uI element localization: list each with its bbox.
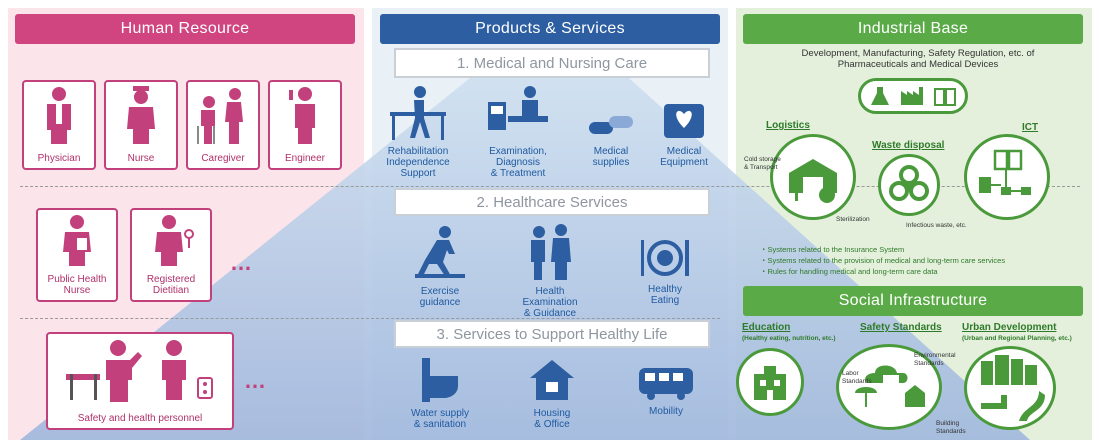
row-divider-2 <box>20 318 720 319</box>
examination-icon <box>488 86 548 130</box>
svc-water-supply: Water supply & sanitation <box>404 356 476 430</box>
industrial-subtitle: Development, Manufacturing, Safety Regul… <box>801 48 1035 70</box>
housing-label: Housing & Office <box>533 408 571 430</box>
industrial-header: Industrial Base <box>743 14 1083 44</box>
bus-icon <box>639 368 693 400</box>
book-icon <box>934 88 956 106</box>
water-supply-label: Water supply & sanitation <box>411 408 469 430</box>
exercise-label: Exercise guidance <box>419 286 461 308</box>
safety-icons <box>855 365 925 407</box>
card-nurse: Nurse <box>104 80 178 170</box>
safety-personnel-icon <box>66 340 213 402</box>
section3-title: 3. Services to Support Healthy Life <box>394 320 710 348</box>
network-icon <box>979 149 1031 195</box>
medical-equipment-label: Medical Equipment <box>660 146 708 168</box>
svc-examination: Examination, Diagnosis & Treatment <box>478 84 558 179</box>
health-exam-label: Health Examination & Guidance <box>522 286 578 319</box>
physician-icon <box>47 87 71 144</box>
plate-icon <box>641 240 689 276</box>
systems-list: ・Systems related to the Insurance System… <box>760 244 1005 277</box>
flask-icon <box>871 87 889 105</box>
urban-sub: (Urban and Regional Planning, etc.) <box>962 335 1072 342</box>
public-health-nurse-icon <box>63 215 91 266</box>
waste-label: Waste disposal <box>872 140 945 151</box>
ict-circle <box>964 134 1050 220</box>
card-safety-health-personnel: Safety and health personnel <box>46 332 234 430</box>
education-circle <box>736 348 804 416</box>
examination-label: Examination, Diagnosis & Treatment <box>489 146 547 179</box>
medical-supplies-label: Medical supplies <box>592 146 630 168</box>
education-sub: (Healthy eating, nutrition, etc.) <box>742 335 836 342</box>
card-public-health-nurse: Public Health Nurse <box>36 208 118 302</box>
svc-mobility: Mobility <box>630 366 702 417</box>
house-icon <box>530 360 574 400</box>
cold-storage-label: Cold storage & Transport <box>744 156 781 171</box>
labor-standards-label: Labor Standards <box>842 370 872 385</box>
waste-circle <box>878 154 940 216</box>
card-caregiver: Caregiver <box>186 80 260 170</box>
safety-circle <box>836 344 942 430</box>
urban-circle <box>964 346 1056 430</box>
warehouse-icon <box>789 159 837 203</box>
svc-medical-equipment: Medical Equipment <box>652 100 716 168</box>
toilet-icon <box>422 358 458 402</box>
health-exam-icon <box>531 224 571 280</box>
logistics-label: Logistics <box>766 120 810 131</box>
products-header: Products & Services <box>380 14 720 44</box>
education-label: Education <box>742 322 791 333</box>
svc-health-exam: Health Examination & Guidance <box>510 222 590 319</box>
engineer-label: Engineer <box>284 153 326 164</box>
urban-label: Urban Development <box>962 322 1057 333</box>
caregiver-label: Caregiver <box>201 153 245 164</box>
healthy-eating-label: Healthy Eating <box>648 284 682 306</box>
logistics-circle <box>770 134 856 220</box>
pharma-icons-box <box>858 78 968 114</box>
mobility-label: Mobility <box>649 406 683 417</box>
card-physician: Physician <box>22 80 96 170</box>
svc-healthy-eating: Healthy Eating <box>632 236 698 306</box>
section1-title: 1. Medical and Nursing Care <box>394 48 710 78</box>
medical-supplies-icon <box>589 116 633 134</box>
school-icon <box>754 366 786 400</box>
svc-housing: Housing & Office <box>516 356 588 430</box>
physician-label: Physician <box>37 153 81 164</box>
ellipsis-row2: … <box>230 250 256 275</box>
rehabilitation-label: Rehabilitation Independence Support <box>386 146 450 179</box>
social-header: Social Infrastructure <box>743 286 1083 316</box>
infectious-waste-label: Infectious waste, etc. <box>906 222 967 229</box>
safety-personnel-label: Safety and health personnel <box>77 413 203 424</box>
ellipsis-row3: … <box>244 368 270 393</box>
registered-dietitian-icon <box>155 215 194 266</box>
registered-dietitian-label: Registered Dietitian <box>146 274 196 296</box>
factory-icon <box>901 87 923 105</box>
engineer-icon <box>289 87 315 144</box>
public-health-nurse-label: Public Health Nurse <box>47 274 107 296</box>
svc-exercise: Exercise guidance <box>404 226 476 308</box>
system-item: ・Systems related to the provision of med… <box>760 256 1006 265</box>
system-item: ・Systems related to the Insurance System <box>760 245 905 254</box>
aed-icon <box>664 104 704 138</box>
card-engineer: Engineer <box>268 80 342 170</box>
exercise-icon <box>415 226 465 278</box>
ict-label: ICT <box>1022 122 1039 133</box>
environmental-standards-label: Environmental Standards <box>914 352 956 367</box>
card-registered-dietitian: Registered Dietitian <box>130 208 212 302</box>
section2-title: 2. Healthcare Services <box>394 188 710 216</box>
biohazard-icon <box>889 165 929 201</box>
system-item: ・Rules for handling medical and long-ter… <box>760 267 938 276</box>
rehabilitation-icon <box>390 86 446 140</box>
nurse-label: Nurse <box>127 153 155 164</box>
svc-medical-supplies: Medical supplies <box>578 112 644 168</box>
row-divider-1 <box>20 186 1080 187</box>
human-resource-header: Human Resource <box>15 14 355 44</box>
nurse-icon <box>127 86 155 144</box>
svc-rehabilitation: Rehabilitation Independence Support <box>382 84 454 179</box>
sterilization-label: Sterilization <box>836 216 870 223</box>
building-standards-label: Building Standards <box>936 420 966 435</box>
caregiver-icon <box>197 88 243 144</box>
safety-standards-label: Safety Standards <box>860 322 942 333</box>
city-icon <box>981 355 1045 421</box>
